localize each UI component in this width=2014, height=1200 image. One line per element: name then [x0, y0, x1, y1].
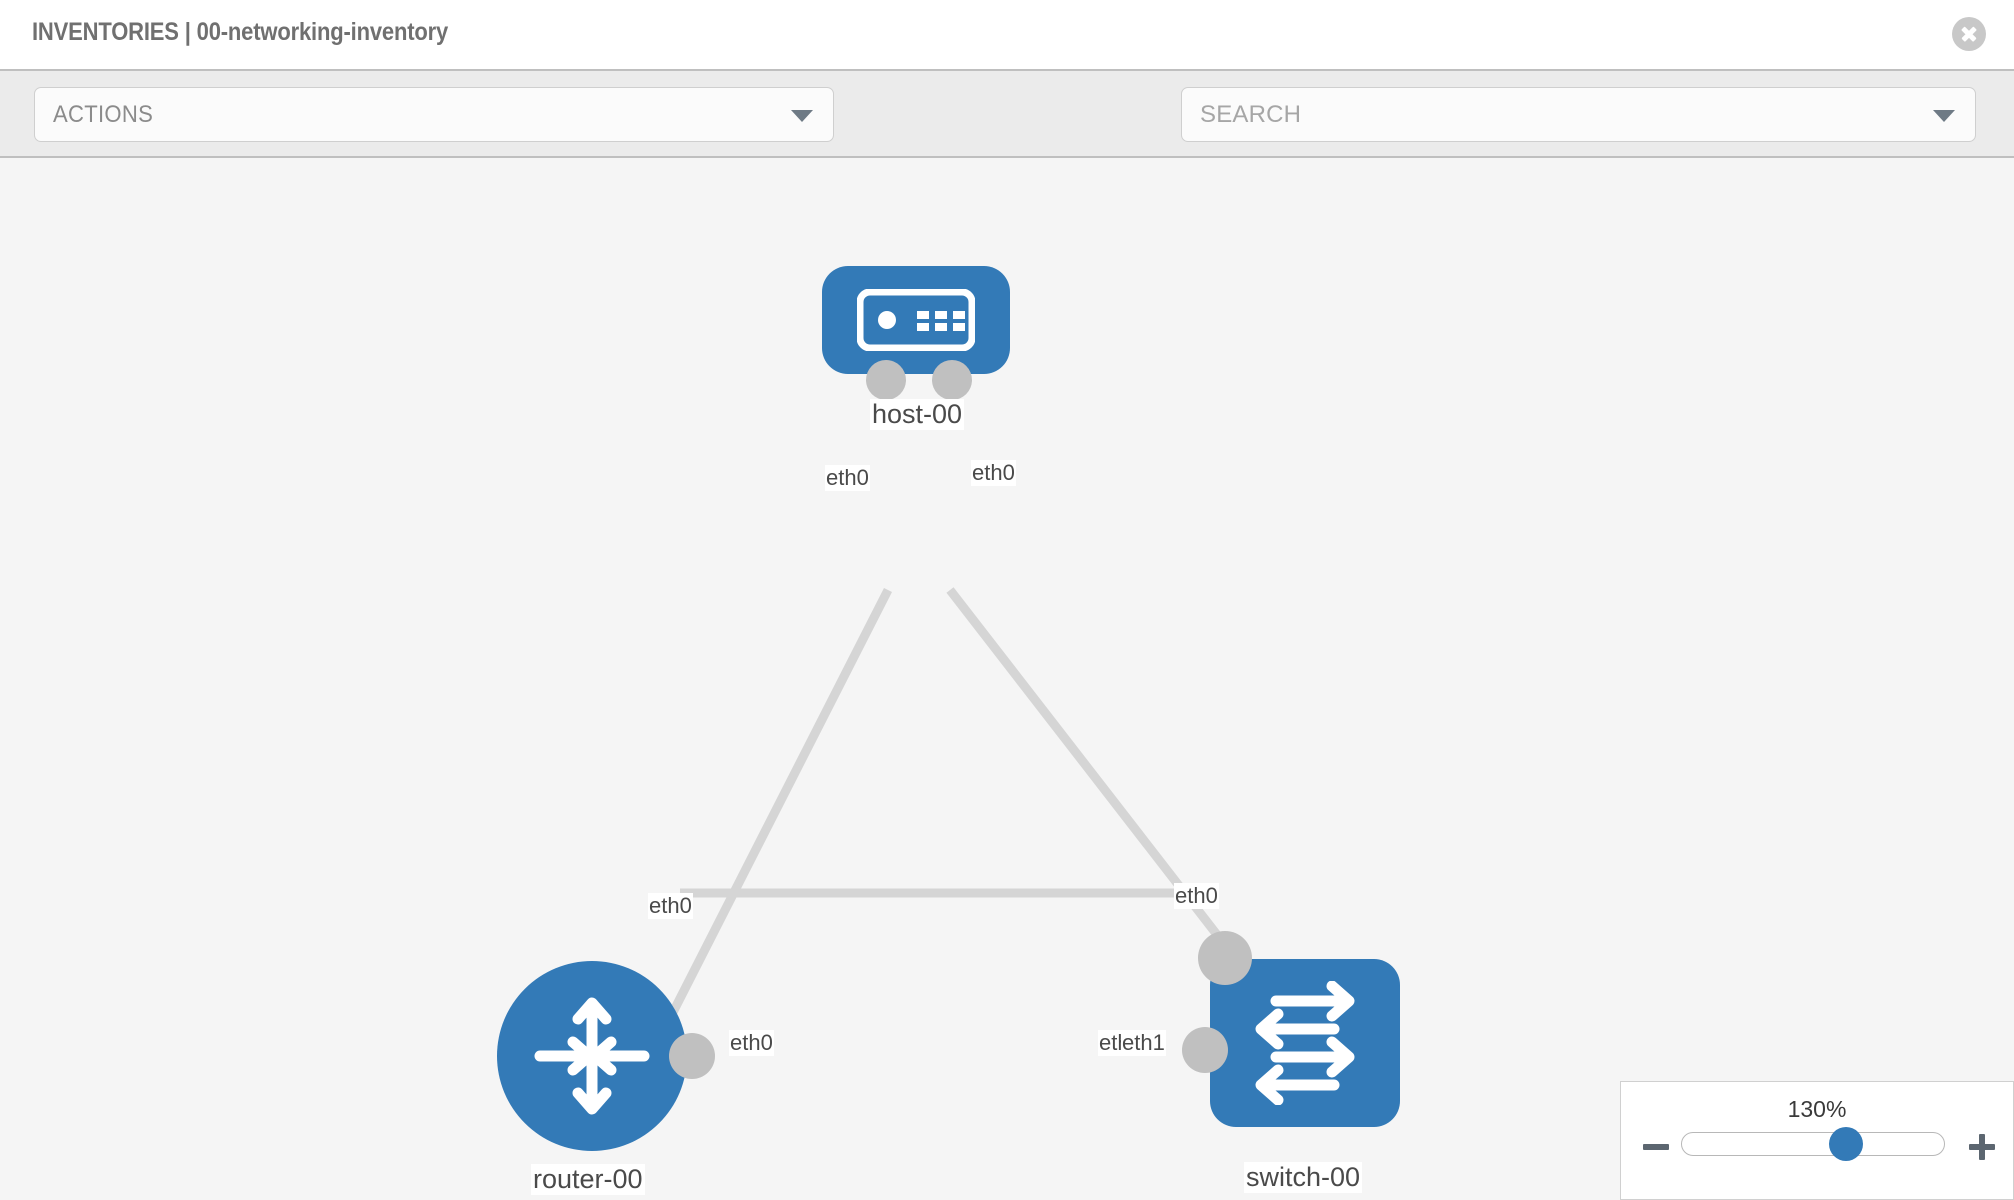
switch-arrows-icon [1255, 981, 1355, 1105]
node-switch-port-top[interactable] [1198, 931, 1252, 985]
iface-label-host-right: eth0 [971, 460, 1016, 486]
actions-dropdown-label: ACTIONS [53, 101, 154, 128]
zoom-level-value: 130% [1787, 1096, 1847, 1122]
chevron-down-icon [791, 110, 813, 122]
page-title: INVENTORIES | 00-networking-inventory [32, 18, 449, 46]
plus-icon-vertical [1979, 1134, 1985, 1160]
node-switch-shape [1210, 959, 1400, 1127]
zoom-in-button[interactable] [1969, 1134, 1995, 1160]
link-host-router [662, 587, 893, 1027]
node-host-shape [822, 266, 1010, 374]
node-host-label: host-00 [870, 399, 965, 430]
zoom-out-button[interactable] [1643, 1134, 1669, 1160]
node-router-label: router-00 [531, 1164, 645, 1195]
iface-label-router-right: eth0 [729, 1030, 774, 1056]
router-arrows-icon [534, 997, 650, 1115]
topology-node-switch[interactable]: switch-00 [1182, 931, 1400, 1193]
search-placeholder: SEARCH [1200, 101, 1302, 128]
server-icon [857, 289, 975, 351]
page-header: INVENTORIES | 00-networking-inventory [0, 0, 2014, 69]
zoom-slider-thumb[interactable] [1828, 1127, 1863, 1161]
iface-label-router-up: eth0 [648, 893, 693, 919]
iface-label-switch-left: eth1 [1121, 1030, 1166, 1056]
iface-label-host-left: eth0 [825, 465, 870, 491]
node-host-port-left[interactable] [866, 360, 906, 400]
search-input[interactable]: SEARCH [1181, 87, 1976, 142]
topology-node-host[interactable]: host-00 [822, 266, 1010, 430]
zoom-control-panel: 130% [1620, 1081, 2014, 1200]
topology-node-router[interactable]: router-00 [497, 961, 715, 1195]
chevron-down-icon [1933, 110, 1955, 122]
node-host-port-right[interactable] [932, 360, 972, 400]
iface-label-switch-up: eth0 [1174, 883, 1219, 909]
close-icon[interactable] [1952, 17, 1986, 51]
zoom-slider[interactable] [1681, 1127, 1945, 1161]
minus-icon [1643, 1144, 1669, 1150]
node-switch-label: switch-00 [1244, 1162, 1363, 1193]
actions-dropdown[interactable]: ACTIONS [34, 87, 834, 142]
node-router-port-right[interactable] [669, 1033, 715, 1079]
node-switch-port-left[interactable] [1182, 1027, 1228, 1073]
toolbar: ACTIONS SEARCH [0, 69, 2014, 202]
topology-canvas[interactable]: host-00 eth0 eth0 router-00 eth0 [0, 158, 2014, 1200]
